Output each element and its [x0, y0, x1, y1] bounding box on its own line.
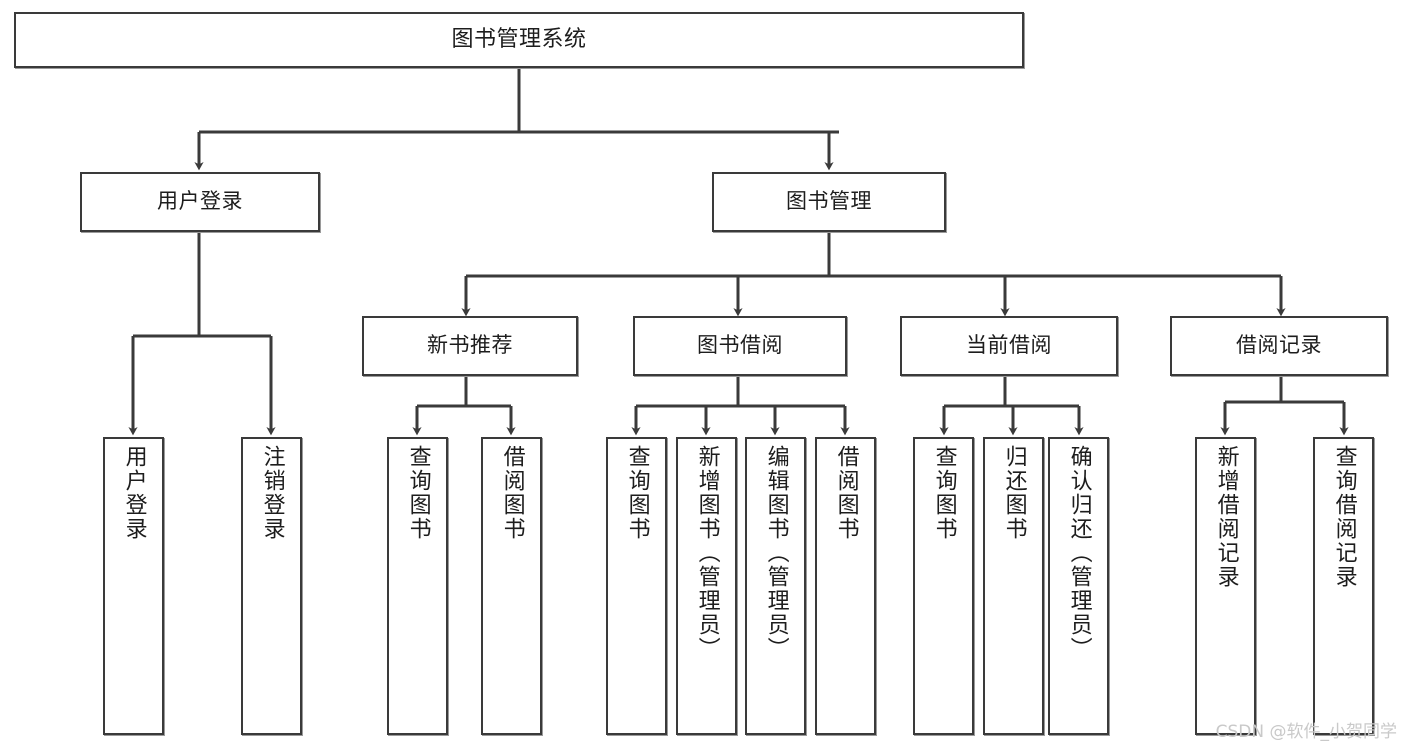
- leaf-user-login-logout[interactable]: 注销登录: [241, 437, 302, 735]
- node-label: 借阅图书: [499, 445, 525, 541]
- leaf-book-borrow-edit[interactable]: 编辑图书（管理员）: [745, 437, 806, 735]
- leaf-new-book-borrow[interactable]: 借阅图书: [481, 437, 542, 735]
- node-label: 确认归还（管理员）: [1066, 445, 1092, 661]
- leaf-current-borrow-confirm-return[interactable]: 确认归还（管理员）: [1048, 437, 1109, 735]
- node-label: 借阅图书: [833, 445, 859, 541]
- node-label: 查询图书: [624, 445, 650, 541]
- node-label: 查询图书: [405, 445, 431, 541]
- node-label: 用户登录: [121, 445, 147, 541]
- leaf-current-borrow-query[interactable]: 查询图书: [913, 437, 974, 735]
- node-borrow-record[interactable]: 借阅记录: [1170, 316, 1388, 376]
- node-label: 借阅记录: [1236, 333, 1322, 358]
- node-label: 当前借阅: [966, 333, 1052, 358]
- leaf-user-login-login[interactable]: 用户登录: [103, 437, 164, 735]
- leaf-current-borrow-return[interactable]: 归还图书: [983, 437, 1044, 735]
- node-label: 新书推荐: [427, 333, 513, 358]
- leaf-borrow-record-add[interactable]: 新增借阅记录: [1195, 437, 1256, 735]
- node-label: 查询借阅记录: [1331, 445, 1357, 589]
- node-label: 图书管理: [786, 189, 872, 214]
- csdn-watermark: CSDN @软件_小贺同学: [1215, 722, 1397, 742]
- leaf-book-borrow-query[interactable]: 查询图书: [606, 437, 667, 735]
- node-label: 注销登录: [259, 445, 285, 541]
- node-label: 归还图书: [1001, 445, 1027, 541]
- node-book-borrow[interactable]: 图书借阅: [633, 316, 847, 376]
- node-label: 图书管理系统: [451, 26, 587, 52]
- leaf-book-borrow-add[interactable]: 新增图书（管理员）: [676, 437, 737, 735]
- leaf-new-book-query[interactable]: 查询图书: [387, 437, 448, 735]
- leaf-book-borrow-lend[interactable]: 借阅图书: [815, 437, 876, 735]
- node-label: 编辑图书（管理员）: [763, 445, 789, 661]
- node-label: 新增图书（管理员）: [694, 445, 720, 661]
- leaf-borrow-record-query[interactable]: 查询借阅记录: [1313, 437, 1374, 735]
- node-root-system[interactable]: 图书管理系统: [14, 12, 1024, 68]
- node-new-book-recommend[interactable]: 新书推荐: [362, 316, 578, 376]
- node-label: 用户登录: [157, 189, 243, 214]
- node-current-borrow[interactable]: 当前借阅: [900, 316, 1118, 376]
- node-label: 图书借阅: [697, 333, 783, 358]
- node-book-management[interactable]: 图书管理: [712, 172, 946, 232]
- node-user-login[interactable]: 用户登录: [80, 172, 320, 232]
- node-label: 新增借阅记录: [1213, 445, 1239, 589]
- node-label: 查询图书: [931, 445, 957, 541]
